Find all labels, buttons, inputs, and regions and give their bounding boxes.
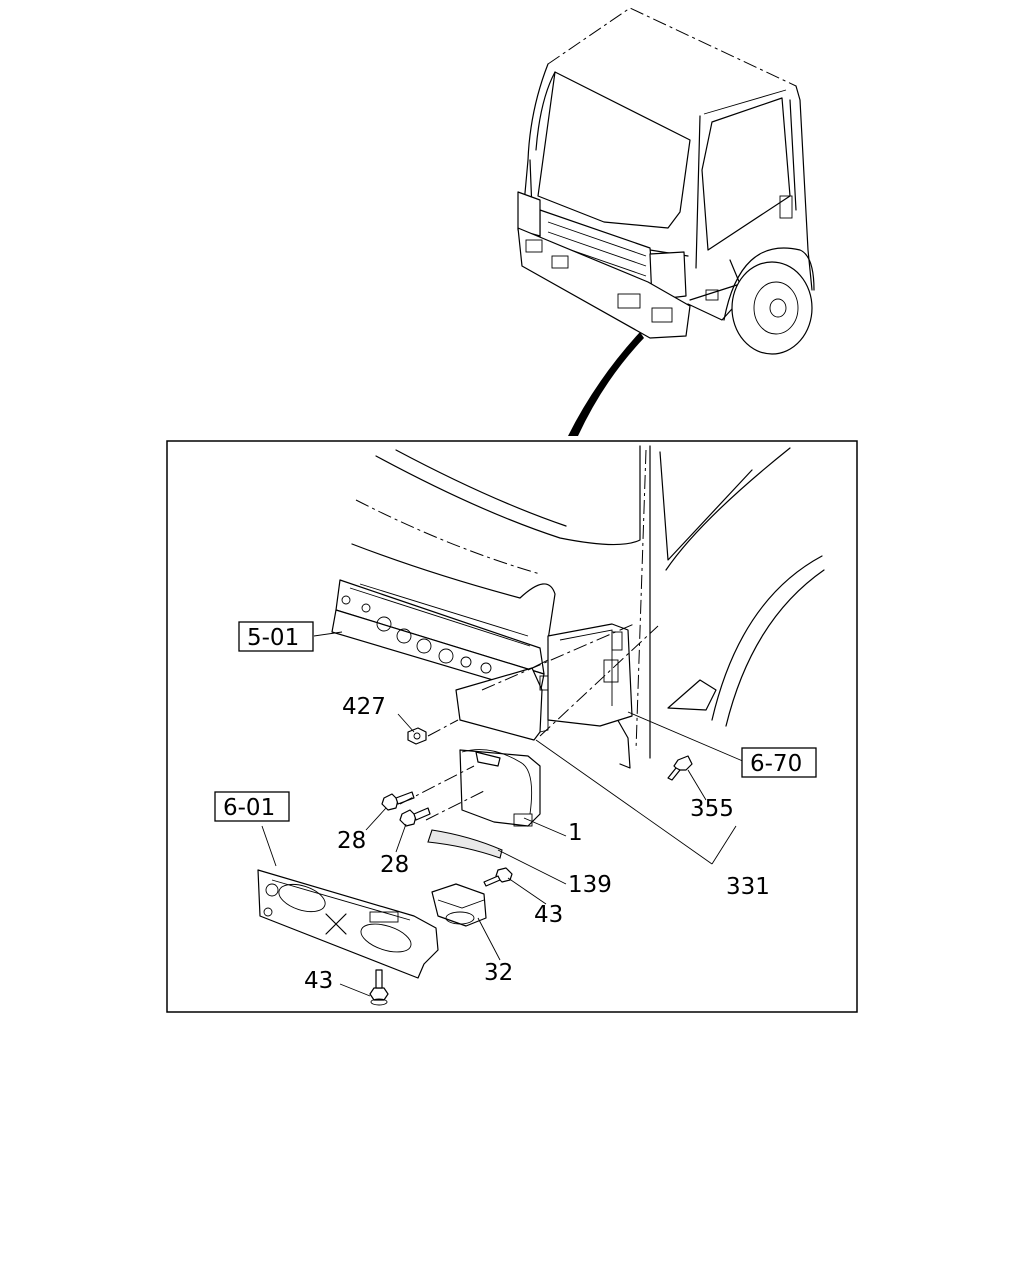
screw-355 [667, 755, 693, 781]
ref-label-5-01: 5-01 [247, 625, 299, 651]
ref-box-6-70[interactable]: 6-70 [741, 747, 817, 778]
bolt-28a [381, 791, 415, 811]
bolt-43a [483, 867, 513, 887]
ref-label-6-01: 6-01 [223, 795, 275, 821]
ref-label-6-70: 6-70 [750, 751, 802, 777]
callout-32: 32 [484, 960, 513, 986]
nut-427 [407, 727, 427, 745]
callout-139: 139 [568, 872, 612, 898]
bolt-28b [399, 807, 431, 827]
truck-overview [517, 7, 815, 436]
ref-box-6-01[interactable]: 6-01 [214, 791, 290, 822]
callout-355: 355 [690, 796, 734, 822]
callout-331: 331 [726, 874, 770, 900]
detail-view [257, 445, 825, 1006]
callout-1: 1 [568, 820, 583, 846]
detail-frame [166, 440, 858, 1013]
ref-box-5-01[interactable]: 5-01 [238, 621, 314, 652]
callout-427: 427 [342, 694, 386, 720]
bolt-43b [369, 969, 389, 1006]
callout-28-upper: 28 [337, 828, 366, 854]
callout-43-right: 43 [534, 902, 563, 928]
callout-28-lower: 28 [380, 852, 409, 878]
callout-43-left: 43 [304, 968, 333, 994]
